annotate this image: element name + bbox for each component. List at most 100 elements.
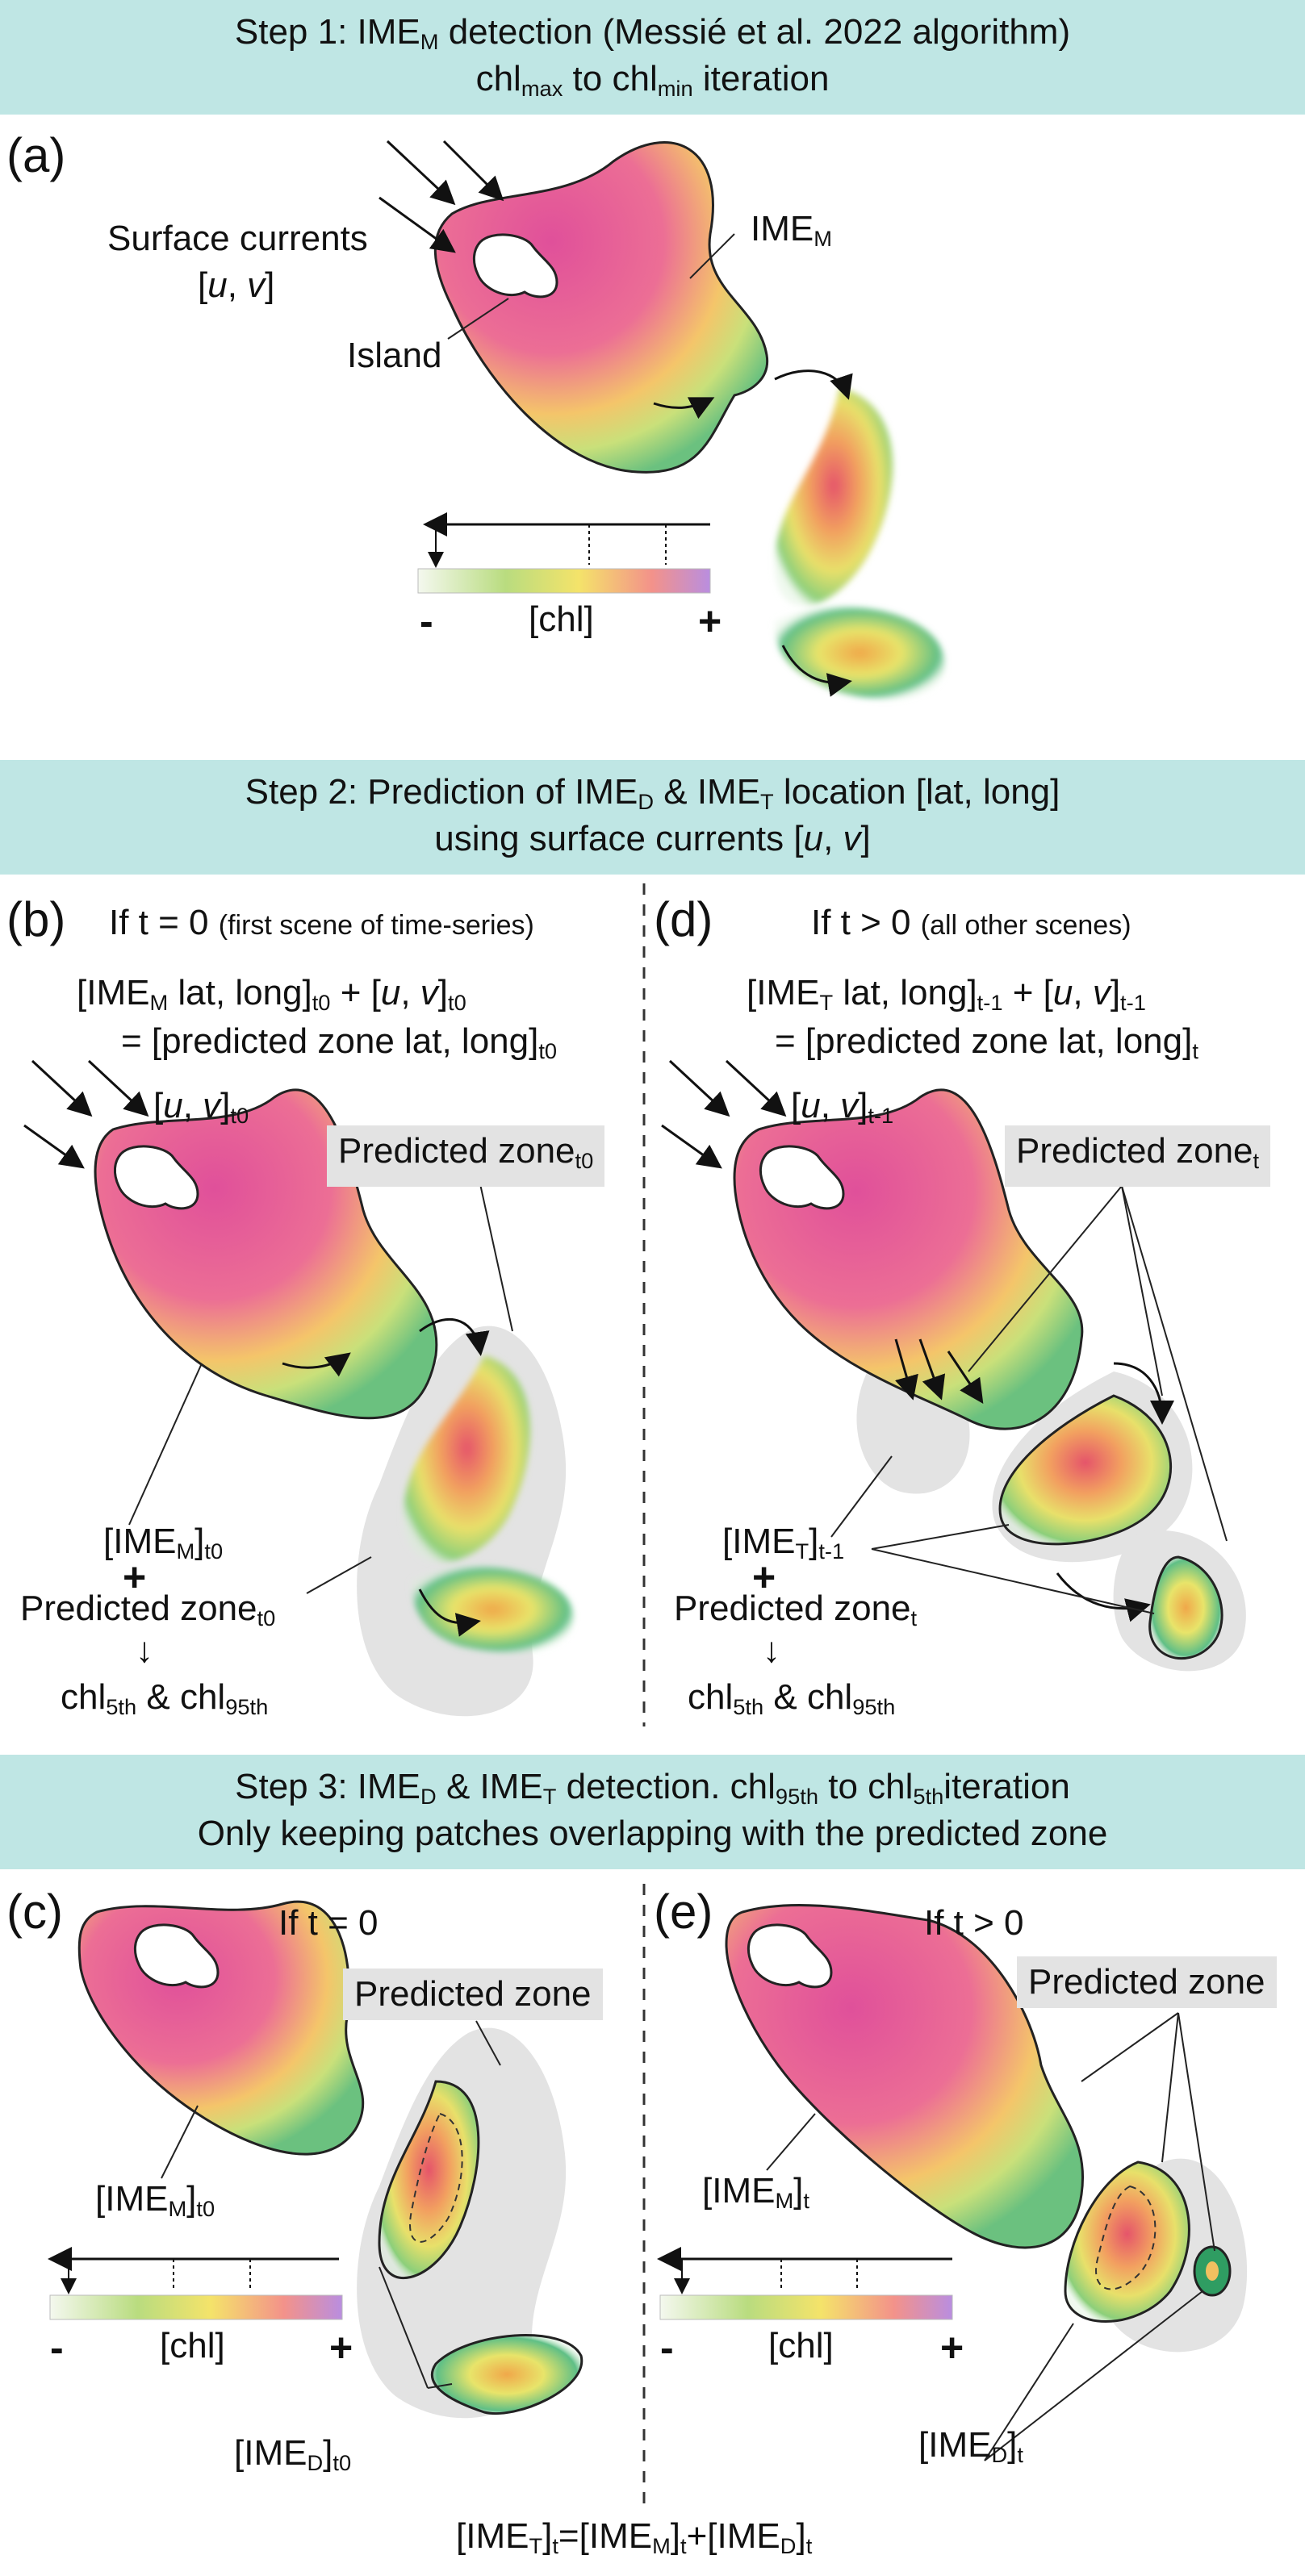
ime-leader <box>766 2113 816 2171</box>
step1-title: Step 1: IMEM detection (Messié et al. 20… <box>234 12 1071 54</box>
island-e <box>747 1923 833 1989</box>
flow-arrow <box>1056 1572 1151 1622</box>
ime-d-small-core-e <box>1206 2261 1219 2281</box>
pz-leader <box>1161 2012 1179 2163</box>
ime-leader <box>871 1524 1010 1550</box>
panel-c-condition: If t = 0 <box>278 1903 379 1943</box>
eddy-a <box>775 387 893 606</box>
panel-d-arrow-down: ↓ <box>763 1630 780 1670</box>
panel-d-condition: If t > 0 (all other scenes) <box>811 903 1131 942</box>
colorbar-label-a: [chl] <box>529 599 594 639</box>
step2-subtitle: using surface currents [u, v] <box>434 819 871 858</box>
panel-b-equation-1: [IMEM lat, long]t0 + [u, v]t0 <box>77 973 466 1015</box>
flow-arrow <box>282 1352 351 1377</box>
pz-leader <box>1121 1185 1228 1542</box>
panel-d-uv: [u, v]t-1 <box>791 1086 894 1128</box>
ime-d-leader <box>984 2290 1203 2461</box>
panel-e-ime-m: [IMEM]t <box>702 2171 809 2213</box>
panel-d-predicted-zone: Predicted zonet <box>674 1589 918 1630</box>
panel-e-graphics <box>657 1903 1248 2461</box>
colorbar-label-e: [chl] <box>768 2326 834 2365</box>
panel-b-predicted-zone-tag: Predicted zonet0 <box>327 1125 605 1187</box>
step1-header: Step 1: IMEM detection (Messié et al. 20… <box>0 0 1305 115</box>
current-arrow <box>31 1059 93 1117</box>
island-leader <box>447 298 509 340</box>
ime-t-eddy-d <box>998 1394 1172 1546</box>
ime-leader <box>689 233 735 279</box>
pz-leader <box>1121 1185 1163 1397</box>
surface-currents-label: Surface currents <box>107 219 368 258</box>
uv-label-a: [u, v] <box>198 265 275 305</box>
panel-d-letter: (d) <box>654 892 713 946</box>
current-arrow <box>379 196 456 253</box>
island-b <box>114 1145 199 1210</box>
ime-d-eddy-e <box>1064 2161 1190 2323</box>
panel-d-ime-t: [IMET]t-1 <box>722 1522 845 1564</box>
island-label: Island <box>347 336 442 375</box>
panel-b-condition: If t = 0 (first scene of time-series) <box>109 903 534 942</box>
panel-d-predicted-zone-tag: Predicted zonet <box>1005 1125 1271 1187</box>
contour-dash-e <box>1095 2185 1157 2290</box>
pz-leader <box>475 1165 513 1332</box>
flow-arrow <box>781 645 852 697</box>
colorbar-plus-a: + <box>698 599 722 644</box>
ime-m-label-a: IMEM <box>751 209 832 251</box>
island-c <box>134 1923 220 1989</box>
panel-c-predicted-zone-tag: Predicted zone <box>343 1969 603 2020</box>
panel-c-letter: (c) <box>6 1885 63 1939</box>
ime-t-small-d <box>1148 1555 1223 1660</box>
panel-b-plus: + <box>123 1555 147 1600</box>
flow-arrow <box>418 1589 481 1637</box>
island-a <box>473 233 558 299</box>
step3-subtitle: Only keeping patches overlapping with th… <box>197 1814 1108 1853</box>
colorbar-minus-a: - <box>420 599 433 644</box>
colorbar-c <box>49 2294 343 2320</box>
pz-leader <box>306 1556 372 1594</box>
panel-b-chl-range: chl5th & chl95th <box>61 1677 269 1719</box>
current-arrow <box>386 140 456 206</box>
ime-m-plume-a <box>433 141 769 474</box>
contour-dash-c <box>409 2112 463 2243</box>
colorbar-a <box>417 568 711 594</box>
colorbar-minus-c: - <box>50 2325 64 2370</box>
colorbar-e <box>659 2294 953 2320</box>
step1-subtitle: chlmax to chlmin iteration <box>475 59 830 101</box>
flow-arrow <box>947 1351 984 1404</box>
panel-b-ime-m: [IMEM]t0 <box>103 1522 224 1564</box>
panel-b-predicted-zone: Predicted zonet0 <box>20 1589 276 1630</box>
ime-d-leader <box>379 2266 429 2389</box>
flow-arrow <box>918 1338 946 1401</box>
panel-a-letter: (a) <box>6 128 66 182</box>
eddy-b <box>404 1355 531 1563</box>
footer-equation: [IMET]t=[IMEM]t+[IMED]t <box>456 2516 813 2558</box>
flow-arrow <box>774 369 853 400</box>
step3-header: Step 3: IMED & IMET detection. chl95th t… <box>0 1755 1305 1869</box>
panel-e-predicted-zone-tag: Predicted zone <box>1017 1956 1277 2008</box>
panel-b-arrow-down: ↓ <box>136 1630 153 1670</box>
current-arrow <box>23 1124 85 1169</box>
colorbar-label-c: [chl] <box>160 2326 225 2365</box>
panel-e-letter: (e) <box>654 1885 713 1939</box>
ime-d-eddy-c <box>378 2080 480 2279</box>
current-arrow <box>442 140 504 202</box>
ime-leader <box>830 1455 893 1538</box>
current-arrow <box>661 1124 722 1169</box>
flow-arrow <box>1113 1362 1174 1425</box>
step2-header: Step 2: Prediction of IMED & IMET locati… <box>0 760 1305 875</box>
panel-d-chl-range: chl5th & chl95th <box>688 1677 896 1719</box>
panel-c-ime-m: [IMEM]t0 <box>95 2179 215 2221</box>
ime-d-small-c <box>430 2334 583 2415</box>
step3-title: Step 3: IMED & IMET detection. chl95th t… <box>235 1767 1070 1809</box>
island-d <box>759 1145 845 1210</box>
pz-leader <box>475 2020 501 2066</box>
pz-leader <box>1081 2012 1179 2082</box>
ime-d-leader <box>984 2323 1074 2461</box>
pz-leader <box>1177 2012 1215 2252</box>
current-arrow <box>725 1059 787 1117</box>
current-arrow <box>87 1059 149 1117</box>
step2-title: Step 2: Prediction of IMED & IMET locati… <box>245 772 1060 814</box>
panel-b-equation-2: = [predicted zone lat, long]t0 <box>121 1021 558 1063</box>
panel-d-plus: + <box>752 1555 776 1600</box>
flow-arrow <box>419 1317 490 1356</box>
